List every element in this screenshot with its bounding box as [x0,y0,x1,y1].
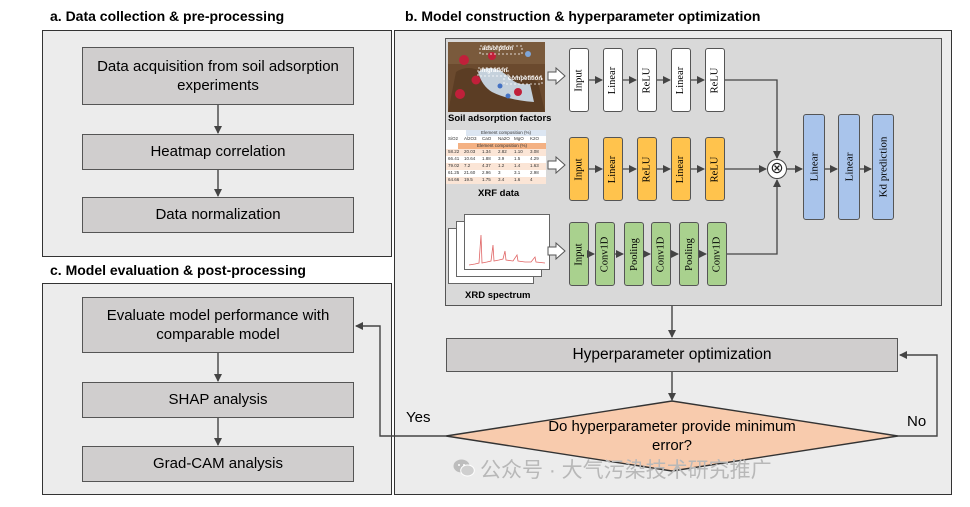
xrf-table-cell: 4 [530,177,533,182]
row1-layer-linear-2: Linear [671,48,691,112]
xrf-table-cell: 2.98 [530,170,539,175]
xrd-spectrum-plot [468,234,546,266]
tag-migration: migration [480,68,508,74]
xrf-table-header-top: Element composition (%) [466,130,546,136]
data-normalization-box: Data normalization [82,197,354,233]
xrf-table-row: 61.25 21.60 2.96 3 3.1 2.98 [446,170,546,177]
xrf-table-cell: 20.03 [464,149,476,154]
xrf-table-row: 66.41 10.64 1.88 3.9 1.5 4.29 [446,156,546,163]
xrf-table-cell: 66.41 [448,156,460,161]
xrf-table-cell: 1.4 [514,163,521,168]
xrd-caption: XRD spectrum [465,290,531,301]
xrf-col: Al2O3 [464,136,477,141]
decision-text: Do hyperparameter provide minimum error? [548,418,796,454]
xrf-table-cell: 1.34 [482,149,491,154]
xrf-table-cell: 61.25 [448,170,460,175]
hollow-arrow-row2 [547,155,566,175]
watermark-text: 公众号 · 大气污染技术研究推广 [480,459,772,482]
hollow-arrow-row1 [547,66,566,86]
fusion-layer-linear-2: Linear [838,114,860,220]
gradcam-analysis-box: Grad-CAM analysis [82,446,354,482]
data-acquisition-box: Data acquisition from soil adsorption ex… [82,47,354,105]
row2-layer-relu-2: ReLU [705,137,725,201]
xrf-col: Na2O [498,136,510,141]
xrf-table-cell: 19.5 [464,177,473,182]
xrf-table-cell: 3.1 [514,170,521,175]
xrf-table-cell: 4.29 [530,156,539,161]
xrf-table-row: 58.22 20.03 1.34 2.82 1.10 3.08 [446,149,546,156]
row2-layer-input: Input [569,137,589,201]
soil-caption: Soil adsorption factors [448,113,552,124]
xrf-table-header: Element composition (%) [458,143,546,149]
row1-layer-linear-1: Linear [603,48,623,112]
row1-layer-relu-2: ReLU [705,48,725,112]
xrf-table-cell: 2.82 [498,149,507,154]
xrf-table-cell: 58.22 [448,149,460,154]
row2-layer-relu-1: ReLU [637,137,657,201]
xrf-table-cell: 1.75 [482,177,491,182]
xrf-table-cell: 1.5 [514,156,521,161]
xrf-table-cell: 79.02 [448,163,460,168]
xrf-table-cell: 2.96 [482,170,491,175]
heatmap-correlation-box: Heatmap correlation [82,134,354,170]
xrf-col: SiO2 [448,136,459,141]
yes-arrow [355,322,446,437]
xrf-table-cell: 3.9 [498,156,505,161]
tag-competition: competition [508,76,542,82]
xrf-col: MgO [514,136,524,141]
xrf-table-cell: 4.37 [482,163,491,168]
xrf-table-cell: 1.2 [498,163,505,168]
xrf-table-row: 64.66 19.5 1.75 3.4 1.6 4 [446,177,546,184]
xrf-table-cell: 1.63 [530,163,539,168]
panel-a-title: a. Data collection & pre-processing [50,8,285,24]
xrf-table-cell: 1.6 [514,177,521,182]
xrf-table-cell: 7.2 [464,163,471,168]
concat-node-icon: ⊗ [767,159,787,179]
evaluate-model-box: Evaluate model performance with comparab… [82,297,354,353]
tag-adsorption: adsorption [482,46,513,52]
wechat-logo-icon [453,458,475,478]
row1-to-concat [725,79,781,159]
fusion-layer-linear-1: Linear [803,114,825,220]
row3-layer-conv1d-2: Conv1D [651,222,671,286]
xrf-table-cell: 64.66 [448,177,460,182]
hyperparameter-optimization-box: Hyperparameter optimization [446,338,898,372]
xrf-table: Element composition (%) SiO2 Al2O3 CaO N… [446,130,546,184]
soil-adsorption-illustration: adsorption migration competition [448,42,545,112]
kd-prediction-layer: Kd prediction [872,114,894,220]
no-arrow [898,351,938,437]
row3-layer-conv1d-1: Conv1D [595,222,615,286]
xrf-caption: XRF data [478,188,520,199]
row1-layer-input: Input [569,48,589,112]
xrf-col: CaO [482,136,492,141]
xrf-table-cell: 3 [498,170,501,175]
yes-label: Yes [406,409,431,426]
panel-b-title: b. Model construction & hyperparameter o… [405,8,761,24]
xrf-table-row: 79.02 7.2 4.37 1.2 1.4 1.63 [446,163,546,170]
xrd-sheet-front [464,214,550,270]
row2-layer-linear-2: Linear [671,137,691,201]
xrf-col: K2O [530,136,540,141]
xrf-table-cell: 3.4 [498,177,505,182]
soil-image [448,42,545,112]
xrf-table-cell: 21.60 [464,170,476,175]
panel-c-title: c. Model evaluation & post-processing [50,262,306,278]
row2-layer-linear-1: Linear [603,137,623,201]
row3-to-concat [727,179,781,255]
row1-layer-relu-1: ReLU [637,48,657,112]
xrf-table-cols: SiO2 Al2O3 CaO Na2O MgO K2O [446,136,546,142]
shap-analysis-box: SHAP analysis [82,382,354,418]
row3-layer-conv1d-3: Conv1D [707,222,727,286]
hollow-arrow-row3 [547,241,566,261]
row3-layer-pooling-2: Pooling [679,222,699,286]
xrf-table-cell: 3.08 [530,149,539,154]
no-label: No [907,413,927,430]
xrf-table-cell: 10.64 [464,156,476,161]
xrf-table-cell: 1.88 [482,156,491,161]
xrf-table-cell: 1.10 [514,149,523,154]
